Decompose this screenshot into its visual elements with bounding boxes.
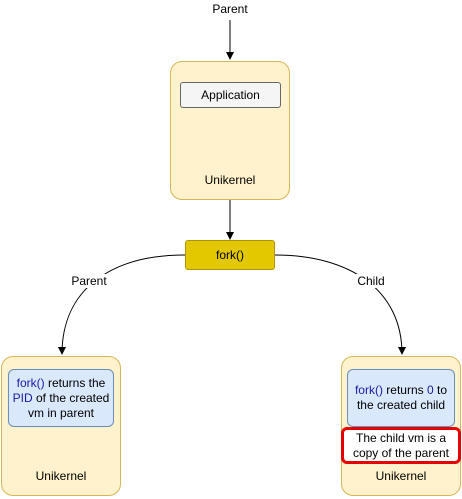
- parent-note-pid: PID: [12, 390, 33, 405]
- child-note-zero: 0: [426, 383, 434, 397]
- edge-child-label: Child: [352, 274, 390, 288]
- child-fork-note: fork() returns 0 to the created child: [347, 369, 455, 427]
- child-note-call: fork(): [354, 383, 383, 397]
- parent-note-call: fork(): [16, 375, 45, 390]
- child-note-text-2: to the created child: [356, 383, 448, 412]
- parent-fork-note: fork() returns the PID of the created vm…: [8, 369, 114, 427]
- parent-note-text-1: returns the: [44, 375, 106, 390]
- unikernel-top-label: Unikernel: [204, 173, 256, 187]
- fork-box: fork(): [185, 240, 275, 270]
- parent-note-text-2: of the created vm in parent: [27, 390, 110, 420]
- unikernel-parent-label: Unikernel: [35, 469, 87, 483]
- application-box: Application: [180, 82, 281, 108]
- child-note-text-1: returns: [382, 383, 427, 397]
- arrow-fork-to-parent-vm: [58, 254, 186, 355]
- edge-parent-label: Parent: [63, 274, 115, 288]
- arrow-fork-to-child-vm: [274, 254, 406, 355]
- child-copy-note: The child vm is a copy of the parent: [341, 427, 461, 464]
- parent-top-label: Parent: [212, 2, 248, 16]
- unikernel-child-label: Unikernel: [375, 469, 427, 483]
